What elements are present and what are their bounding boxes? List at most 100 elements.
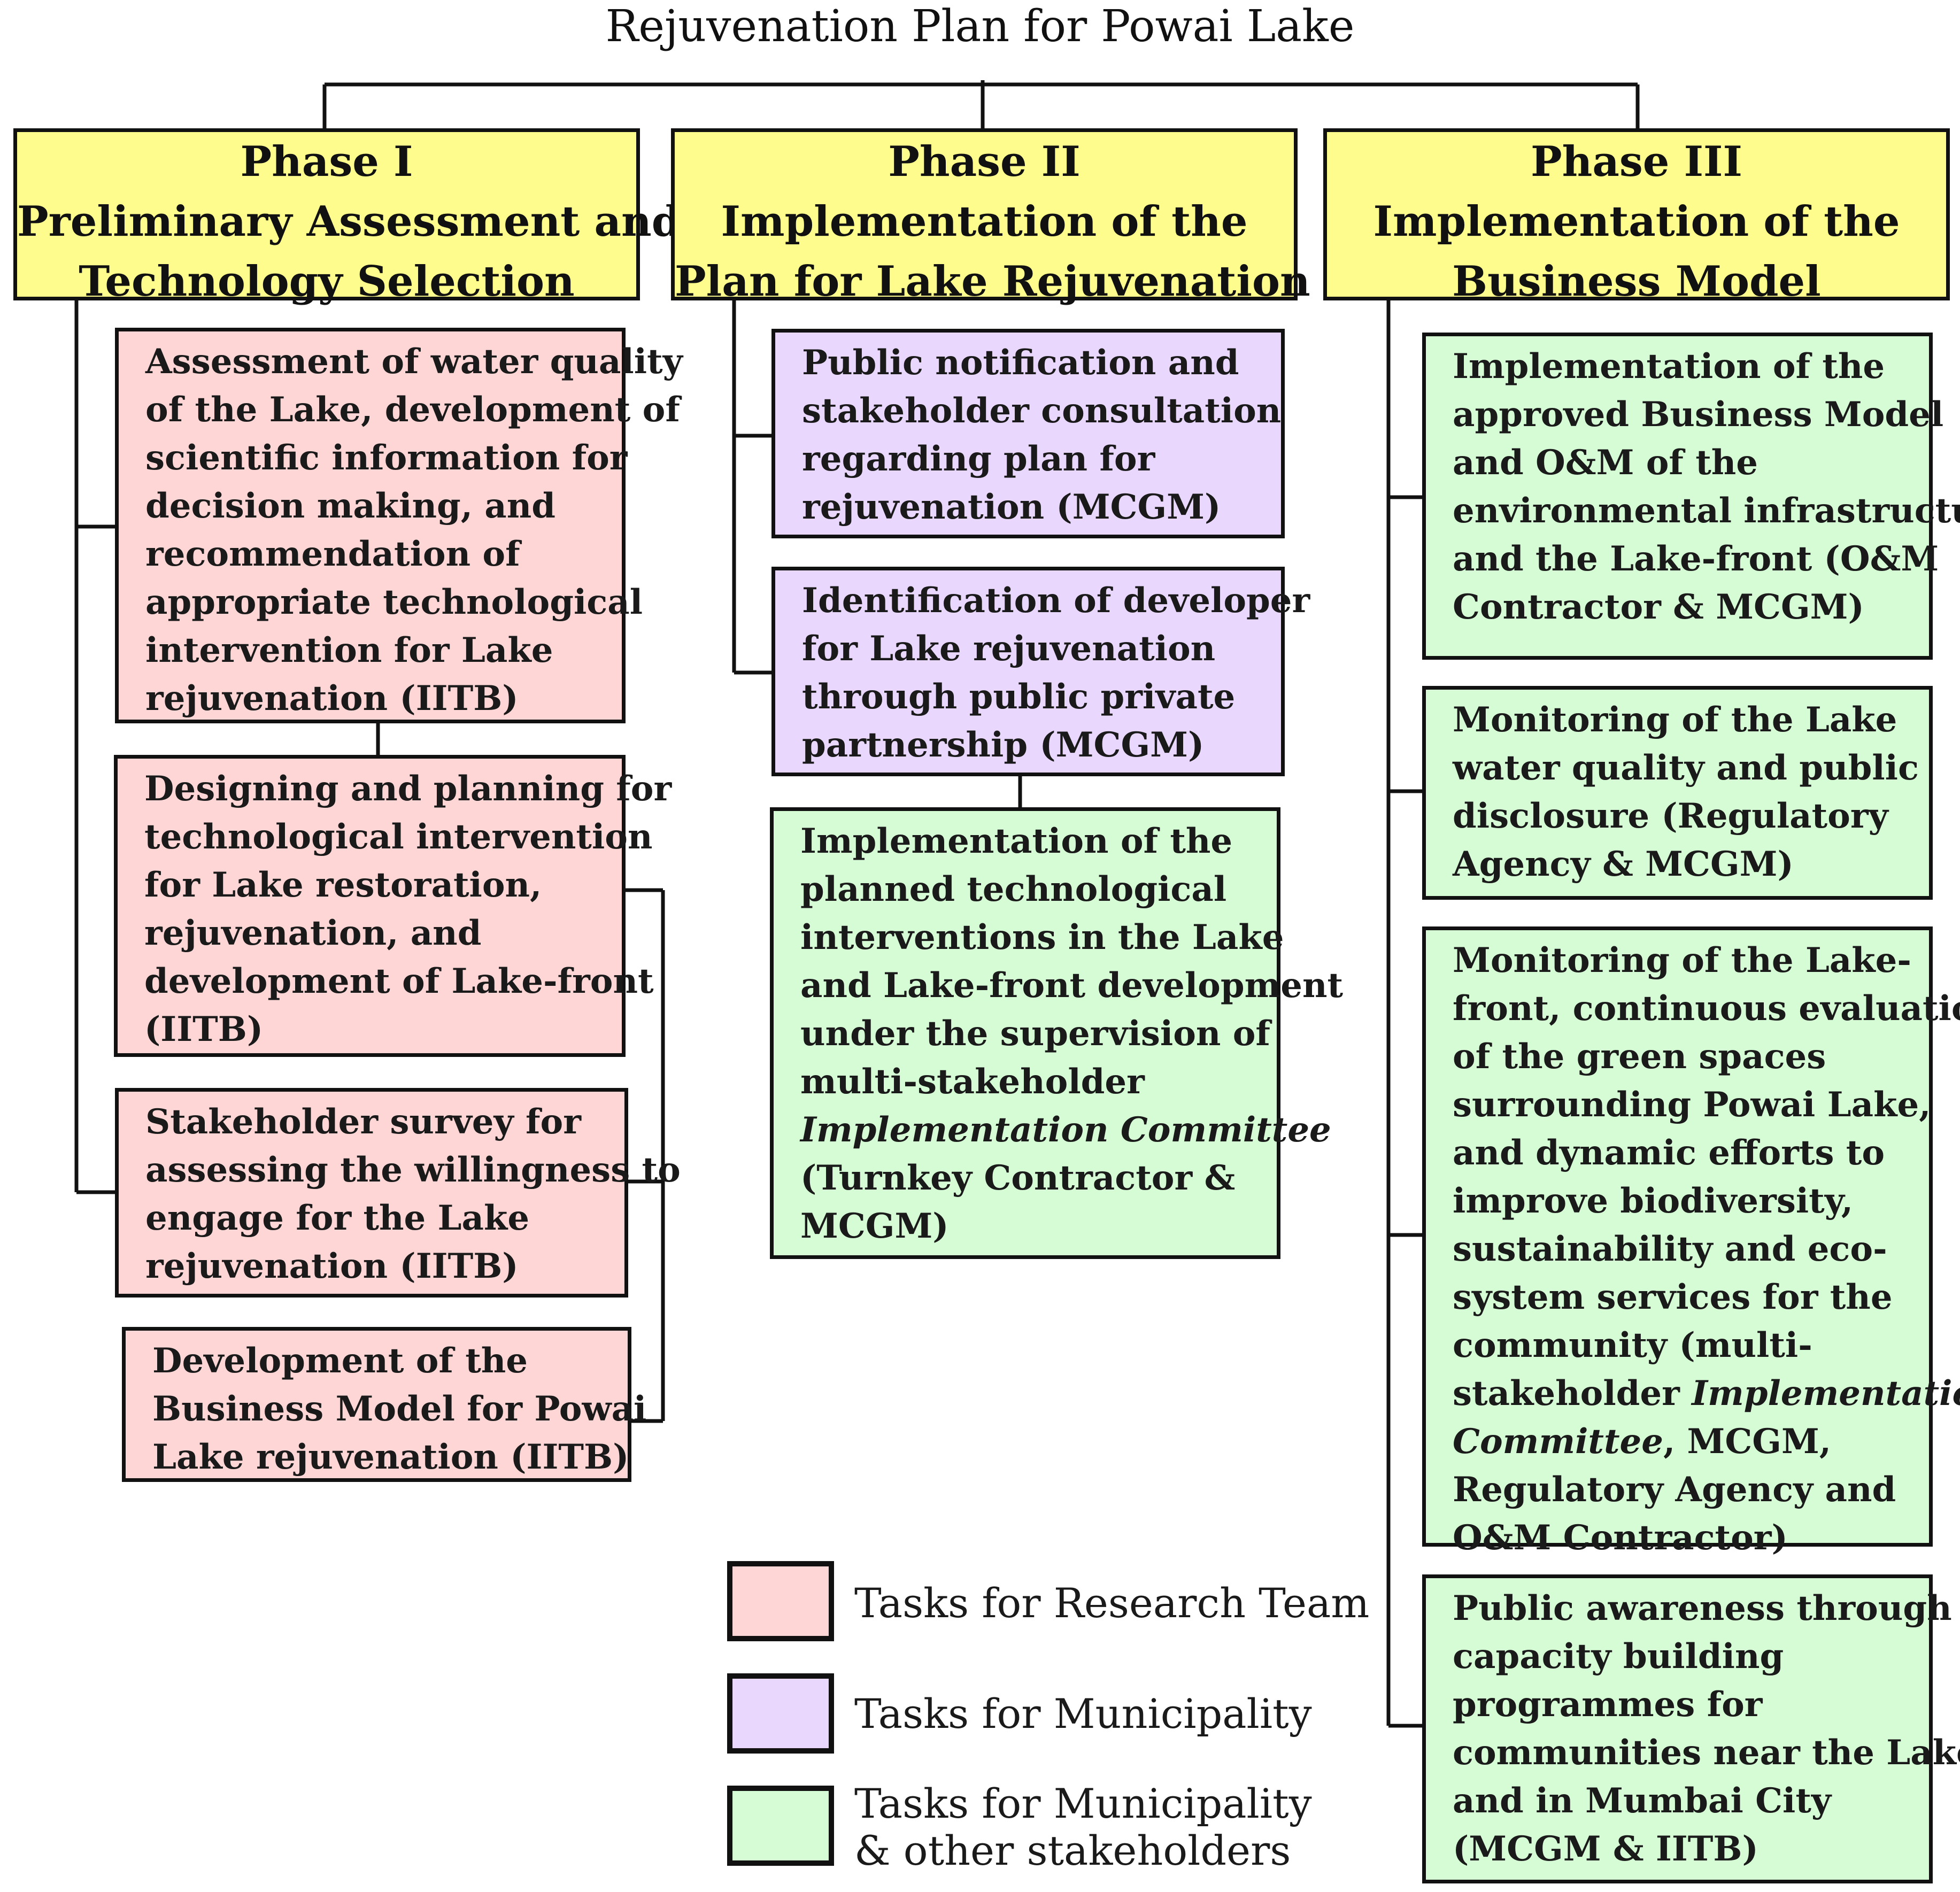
- phase-3-task-3: Monitoring of the Lake- front, continuou…: [1422, 926, 1960, 1558]
- task-line: of the green spaces: [1453, 1037, 1826, 1077]
- task-line: assessing the willingness to: [145, 1150, 681, 1190]
- phase-2-subtitle-line-2: Plan for Lake Rejuvenation: [675, 257, 1310, 306]
- phase-1-task-3: Stakeholder survey for assessing the wil…: [115, 1088, 681, 1298]
- task-line: Monitoring of the Lake: [1453, 700, 1897, 740]
- task-line: through public private: [802, 677, 1236, 717]
- task-line: sustainability and eco-: [1453, 1229, 1887, 1269]
- task-line: and in Mumbai City: [1453, 1781, 1832, 1821]
- task-line: Public awareness through: [1453, 1588, 1952, 1628]
- task-line: scientific information for: [145, 438, 628, 478]
- phase-3-header: Phase III Implementation of the Business…: [1323, 128, 1950, 306]
- task-line: partnership (MCGM): [802, 725, 1205, 765]
- task-line: Business Model for Powai: [152, 1389, 647, 1429]
- task-line: engage for the Lake: [145, 1198, 530, 1238]
- task-line: of the Lake, development of: [145, 390, 680, 430]
- implementation-committee-italic: Implementation Committee: [800, 1110, 1331, 1150]
- task-line: front, continuous evaluation: [1453, 989, 1960, 1029]
- phase-1-task-4: Development of the Business Model for Po…: [122, 1327, 647, 1482]
- phase-1-subtitle-line-2: Technology Selection: [79, 257, 575, 306]
- task-line: Lake rejuvenation (IITB): [152, 1437, 629, 1477]
- task-line: approved Business Model: [1453, 395, 1944, 435]
- phase-2-heading: Phase II: [888, 137, 1081, 186]
- task-line: Agency & MCGM): [1453, 844, 1794, 884]
- task-line: (MCGM & IITB): [1453, 1829, 1758, 1869]
- task-line: improve biodiversity,: [1453, 1181, 1854, 1221]
- task-line: Implementation of the: [1453, 346, 1885, 387]
- task-line: (Turnkey Contractor &: [800, 1158, 1236, 1198]
- task-line: technological intervention: [144, 817, 653, 857]
- phase-2-subtitle-line-1: Implementation of the: [721, 197, 1248, 246]
- task-line: Monitoring of the Lake-: [1453, 940, 1911, 980]
- phase-1-header: Phase I Preliminary Assessment and Techn…: [13, 128, 681, 306]
- task-line: rejuvenation (IITB): [145, 678, 519, 719]
- task-line: capacity building: [1453, 1636, 1784, 1677]
- phase-1-heading: Phase I: [240, 137, 413, 186]
- task-line: for Lake restoration,: [144, 865, 542, 905]
- task-line: and O&M of the: [1453, 443, 1758, 483]
- phase-2-task-3: Implementation of the planned technologi…: [770, 807, 1344, 1259]
- task-line: stakeholder consultation: [802, 391, 1282, 431]
- phase-2-task-1: Public notification and stakeholder cons…: [771, 329, 1285, 538]
- phase-3-task-2: Monitoring of the Lake water quality and…: [1422, 686, 1933, 900]
- task-line: recommendation of: [145, 534, 520, 574]
- task-line: multi-stakeholder: [800, 1062, 1145, 1102]
- task-line: appropriate technological: [145, 582, 643, 622]
- legend-line-1: Tasks for Municipality: [854, 1780, 1312, 1827]
- committee-italic: Committee: [1453, 1422, 1663, 1462]
- phase-3-task-1: Implementation of the approved Business …: [1422, 333, 1960, 660]
- task-line: Identification of developer: [802, 581, 1310, 621]
- task-line: Development of the: [152, 1341, 528, 1381]
- stakeholder-prefix: stakeholder: [1453, 1373, 1692, 1414]
- task-line: MCGM): [800, 1206, 949, 1246]
- task-line-mixed: stakeholder Implementation: [1453, 1370, 1960, 1418]
- task-line: water quality and public: [1453, 748, 1919, 788]
- task-line: environmental infrastructure: [1453, 491, 1960, 531]
- task-line: Contractor & MCGM): [1453, 587, 1864, 627]
- task-line: O&M Contractor): [1453, 1518, 1788, 1558]
- task-line: (IITB): [144, 1009, 264, 1049]
- phase-1-subtitle-line-1: Preliminary Assessment and: [17, 197, 681, 246]
- task-line: and Lake-front development: [800, 966, 1344, 1006]
- task-line: disclosure (Regulatory: [1453, 796, 1888, 836]
- task-line: Regulatory Agency and: [1453, 1470, 1896, 1510]
- task-line: rejuvenation (IITB): [145, 1246, 519, 1286]
- task-line: surrounding Powai Lake,: [1453, 1085, 1931, 1125]
- phase-3-heading: Phase III: [1530, 137, 1743, 186]
- implementation-italic: Implementation: [1692, 1373, 1960, 1414]
- legend-swatch-research-team: [727, 1561, 834, 1641]
- legend-swatch-municipality-and-others: [727, 1786, 834, 1866]
- task-line: for Lake rejuvenation: [802, 629, 1216, 669]
- task-line: rejuvenation (MCGM): [802, 487, 1221, 527]
- task-line: Designing and planning for: [144, 769, 672, 809]
- task-line: development of Lake-front: [144, 961, 654, 1001]
- phase-3-subtitle-line-1: Implementation of the: [1373, 197, 1900, 246]
- task-line: rejuvenation, and: [144, 913, 482, 953]
- task-line: regarding plan for: [802, 439, 1155, 479]
- phase-3-subtitle-line-2: Business Model: [1452, 257, 1821, 306]
- legend-line-2: & other stakeholders: [854, 1827, 1291, 1874]
- task-line: communities near the Lake: [1453, 1733, 1960, 1773]
- phase-1-task-2: Designing and planning for technological…: [114, 755, 672, 1057]
- task-line: Public notification and: [802, 343, 1239, 383]
- task-line: and dynamic efforts to: [1453, 1133, 1885, 1173]
- task-line-mixed: Committee, MCGM,: [1453, 1418, 1915, 1466]
- phase-2-task-2: Identification of developer for Lake rej…: [771, 567, 1310, 776]
- task-line: Implementation of the: [800, 821, 1233, 861]
- phase-2-header: Phase II Implementation of the Plan for …: [671, 128, 1310, 306]
- committee-suffix: , MCGM,: [1663, 1422, 1832, 1462]
- task-line: under the supervision of: [800, 1014, 1270, 1054]
- task-line: programmes for: [1453, 1685, 1763, 1725]
- task-line-italic: Implementation Committee: [800, 1106, 1331, 1154]
- legend-swatch-municipality: [727, 1673, 834, 1754]
- phase-1-task-1: Assessment of water quality of the Lake,…: [115, 328, 683, 723]
- legend-label-research-team: Tasks for Research Team: [854, 1579, 1370, 1627]
- task-line: community (multi-: [1453, 1325, 1812, 1365]
- task-line: and the Lake-front (O&M: [1453, 539, 1939, 579]
- phase-3-task-4: Public awareness through capacity buildi…: [1422, 1574, 1960, 1883]
- task-line: decision making, and: [145, 486, 556, 526]
- task-line: Stakeholder survey for: [145, 1102, 581, 1142]
- task-line: system services for the: [1453, 1277, 1893, 1317]
- task-line: intervention for Lake: [145, 630, 553, 670]
- task-line: interventions in the Lake: [800, 917, 1284, 957]
